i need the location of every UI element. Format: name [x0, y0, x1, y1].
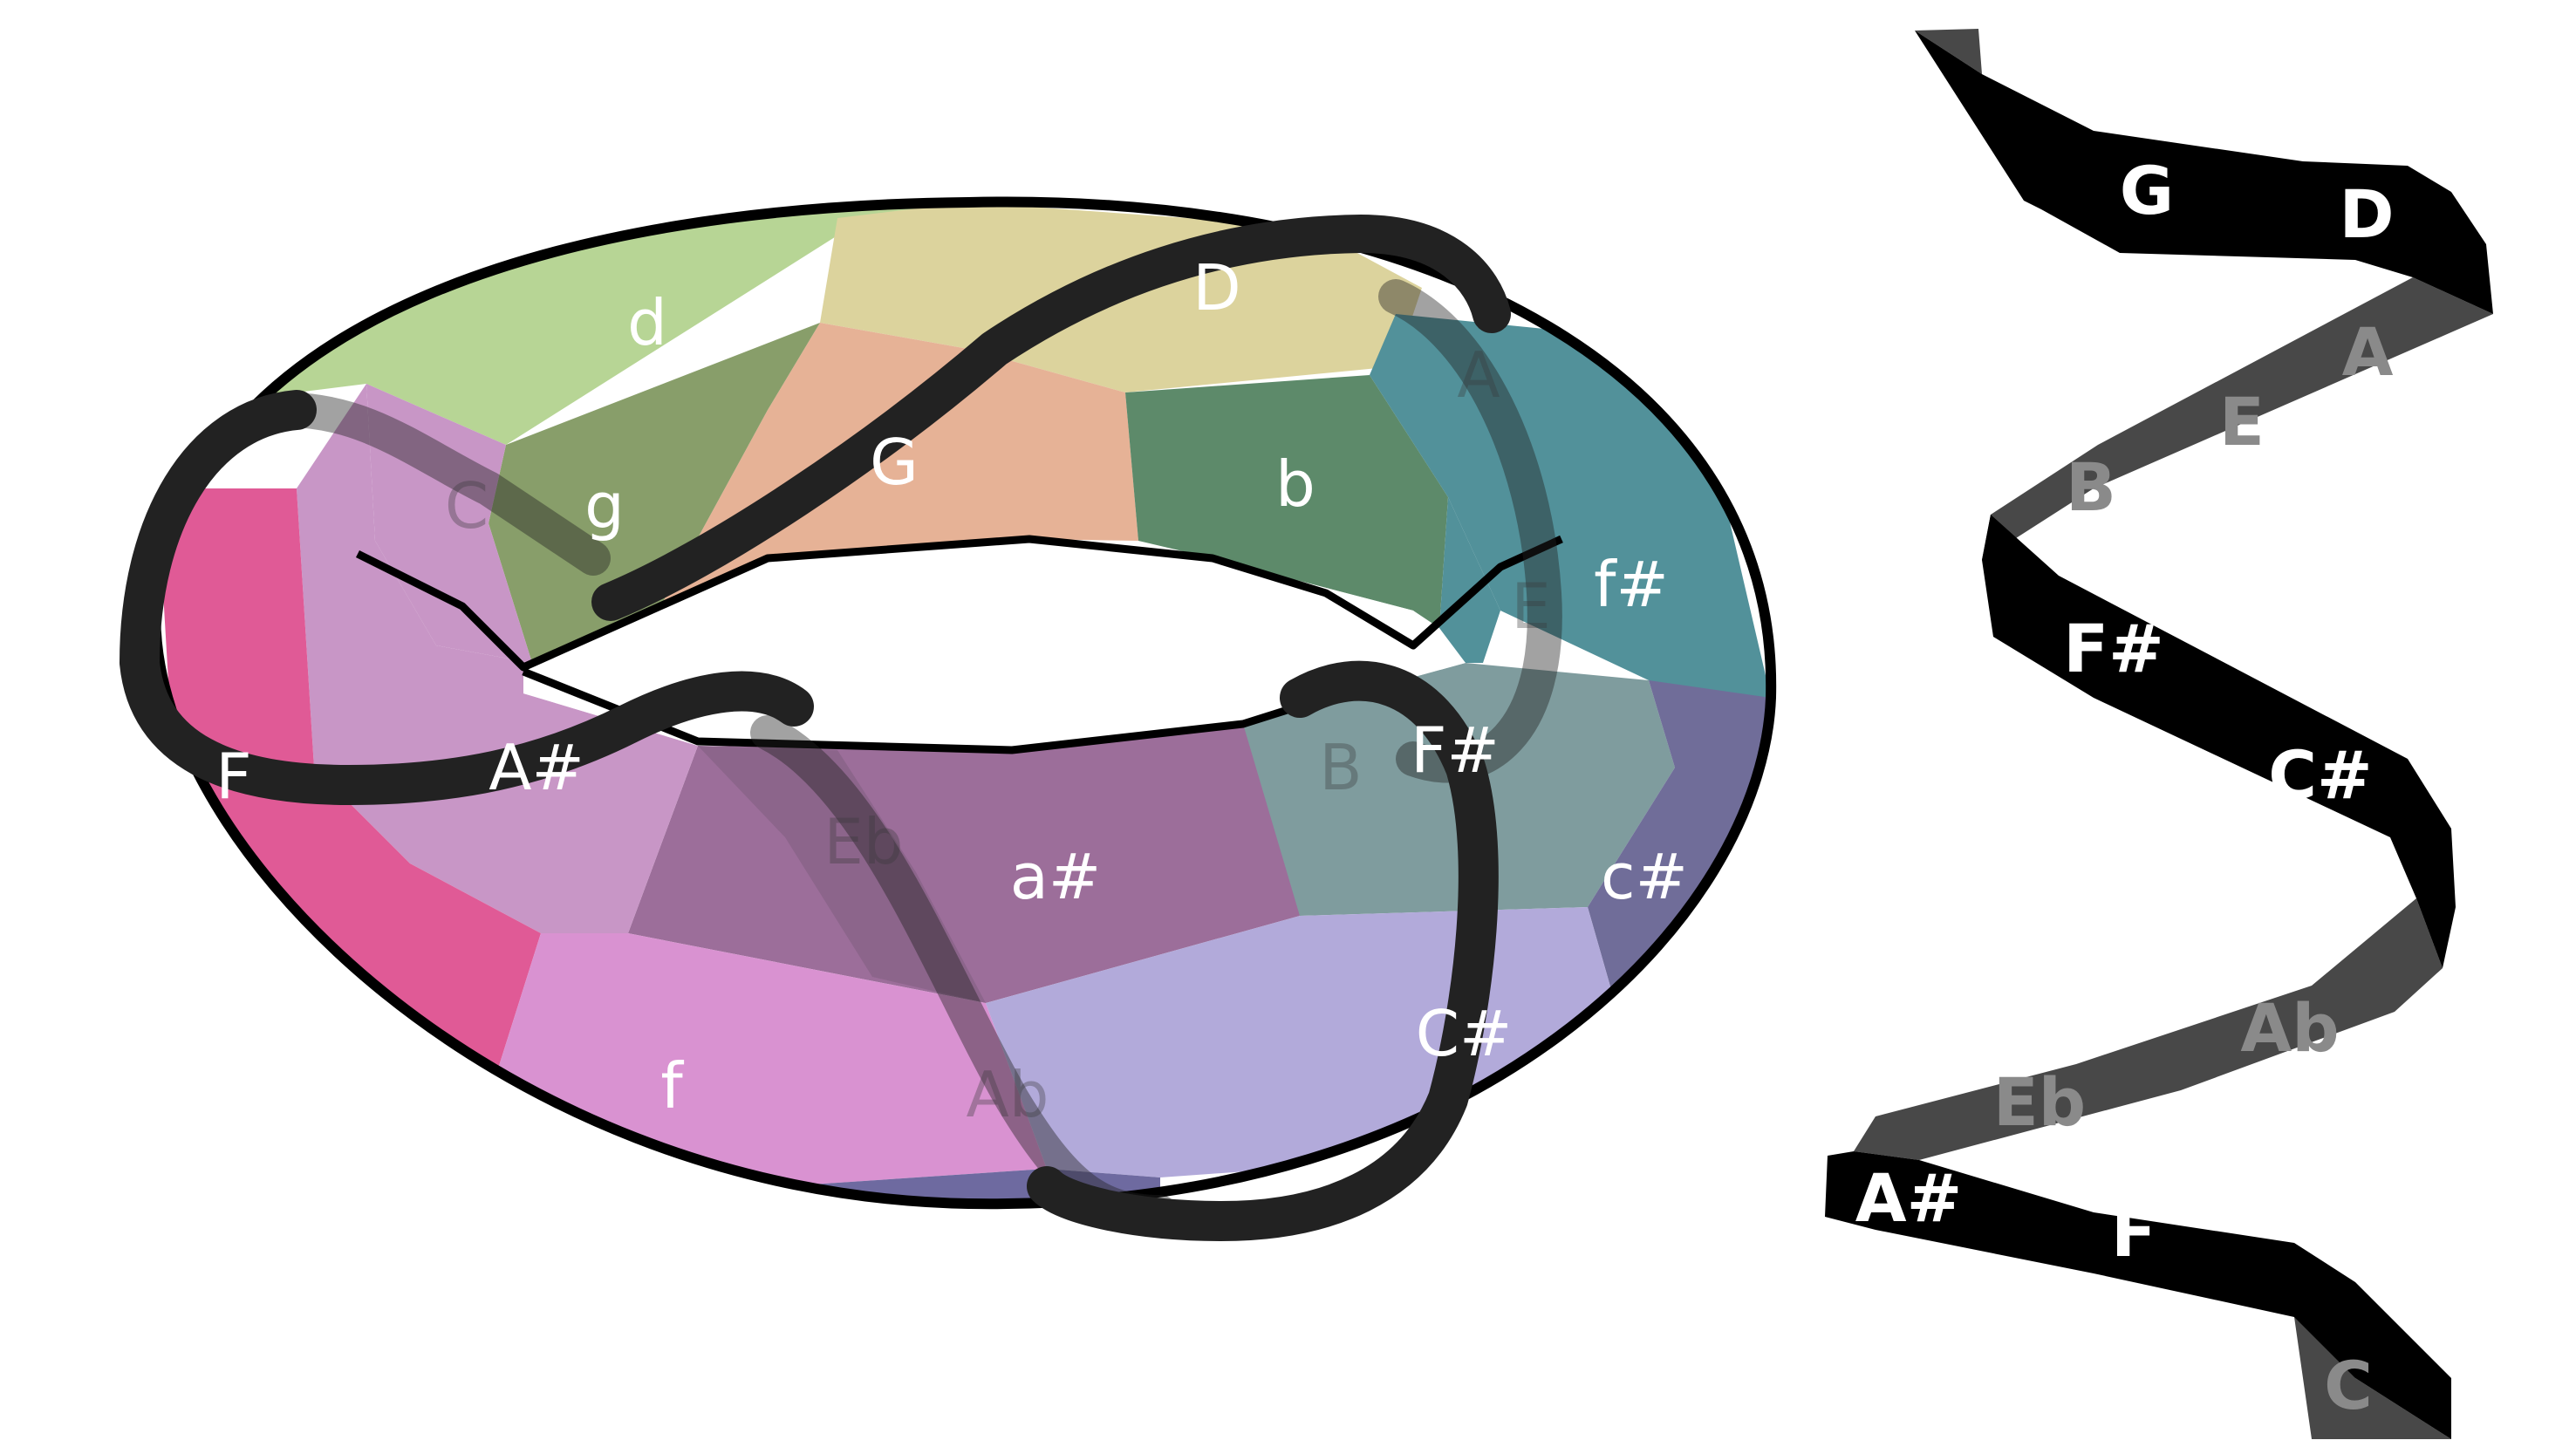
- spiral-front-segment-3: [1825, 1151, 2451, 1439]
- torus-inner-edge: [355, 535, 1563, 672]
- label-B: B: [1319, 731, 1362, 804]
- label-Ab: Ab: [967, 1058, 1049, 1131]
- spiral-label-F: F: [2111, 1194, 2156, 1272]
- region-Eb: [698, 746, 986, 1003]
- label-Asharp: A#: [489, 731, 584, 804]
- region-C: [366, 384, 532, 663]
- label-csharp: c#: [1601, 840, 1688, 913]
- region-csharp: [1588, 680, 1771, 1029]
- spiral-labels: G D A E B F# C# Ab Eb A# F C: [1855, 152, 2395, 1424]
- label-Eb: Eb: [823, 805, 903, 878]
- spiral-back-segment-start: [1915, 29, 1982, 74]
- spiral-ribbon: [1825, 29, 2493, 1439]
- label-Csharp: C#: [1416, 997, 1513, 1070]
- spiral-label-B: B: [2066, 448, 2116, 526]
- torus-knot-front: [120, 215, 1511, 1241]
- label-d: d: [627, 286, 667, 359]
- label-fsharp: f#: [1594, 548, 1669, 621]
- torus-labels: d g C G D A b E f# F A# Eb a# B F# c# C#…: [215, 251, 1688, 1131]
- spiral-label-D: D: [2339, 175, 2394, 253]
- spiral-label-E: E: [2219, 383, 2265, 461]
- region-G: [663, 323, 1138, 602]
- torus-surface: [157, 201, 1771, 1205]
- spiral-label-Eb: Eb: [1993, 1063, 2086, 1141]
- region-B: [1221, 663, 1675, 916]
- spiral-label-A: A: [2342, 313, 2394, 391]
- knot-strip-top: [591, 215, 1511, 621]
- knot-strip-right: [1027, 660, 1499, 1241]
- spiral-label-Fsharp: F#: [2063, 610, 2164, 687]
- torus-outer-rim: [150, 196, 1777, 1210]
- spiral-front-segment-2: [1982, 515, 2456, 968]
- label-C: C: [445, 469, 489, 543]
- label-G: G: [870, 426, 919, 499]
- region-F: [157, 488, 541, 1099]
- spiral-label-Ab: Ab: [2240, 989, 2339, 1067]
- spiral-label-C: C: [2324, 1347, 2373, 1424]
- region-asharp: [628, 724, 1300, 1003]
- spiral-front-segment-1: [1915, 31, 2493, 314]
- spiral-label-Csharp: C#: [2268, 736, 2372, 814]
- label-F: F: [215, 740, 251, 813]
- label-b: b: [1275, 447, 1315, 521]
- label-f: f: [660, 1049, 684, 1123]
- label-E: E: [1511, 570, 1551, 643]
- region-g: [489, 323, 820, 663]
- spiral-label-Asharp: A#: [1855, 1159, 1963, 1237]
- label-g: g: [584, 469, 625, 543]
- region-E: [1439, 497, 1500, 663]
- label-Fsharp: F#: [1411, 713, 1500, 787]
- spiral-back-segment-bottom: [1854, 898, 2443, 1160]
- spiral-label-G: G: [2120, 152, 2174, 229]
- label-D: D: [1192, 251, 1240, 324]
- label-asharp: a#: [1010, 840, 1101, 913]
- spiral-back-segment-top: [1982, 277, 2493, 560]
- knot-strip-left: [120, 390, 814, 805]
- region-b: [1125, 375, 1448, 628]
- region-f: [489, 933, 1047, 1186]
- label-A: A: [1457, 338, 1500, 412]
